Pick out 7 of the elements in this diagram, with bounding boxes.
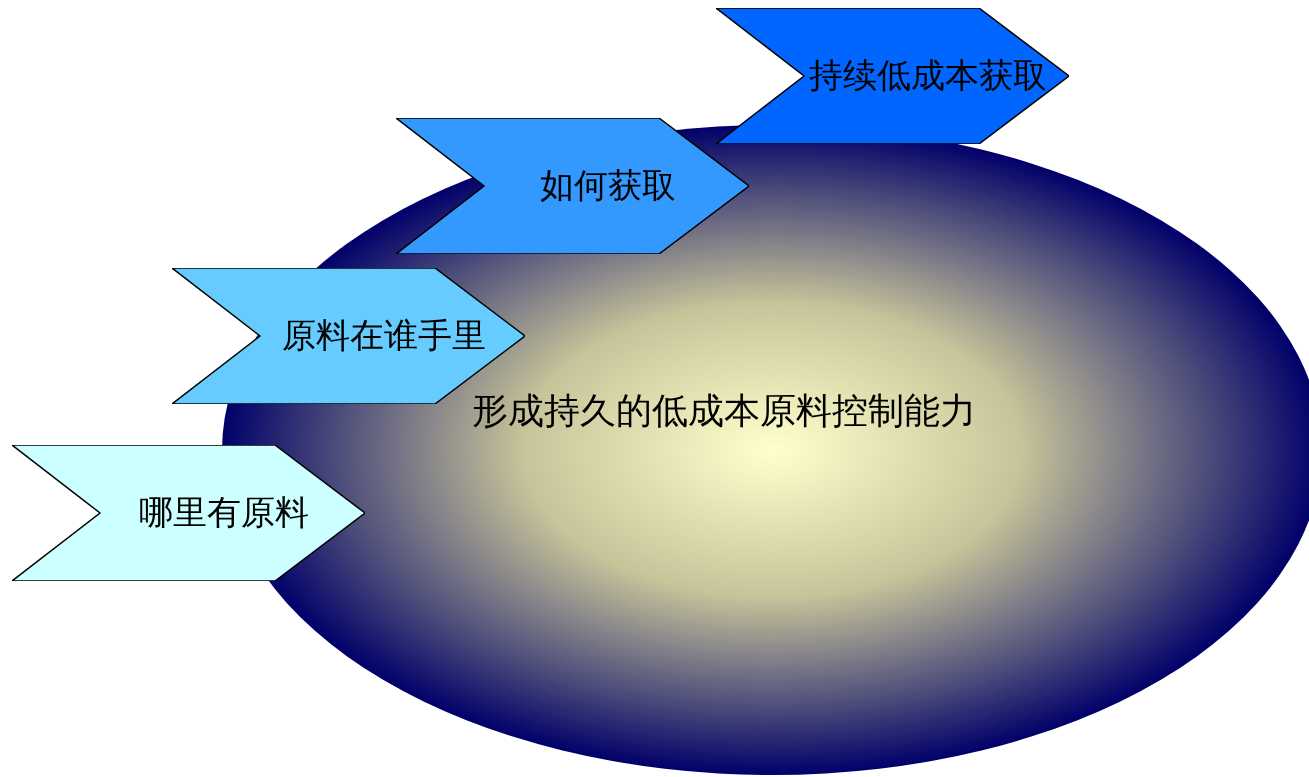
process-step-shape xyxy=(716,8,1069,144)
step-label: 哪里有原料 xyxy=(137,492,310,533)
step-label: 持续低成本获取 xyxy=(807,55,1048,96)
goal-label: 形成持久的低成本原料控制能力 xyxy=(472,390,976,433)
step-label: 原料在谁手里 xyxy=(280,315,487,356)
process-step-shape xyxy=(12,445,365,581)
step-label: 如何获取 xyxy=(538,165,677,206)
